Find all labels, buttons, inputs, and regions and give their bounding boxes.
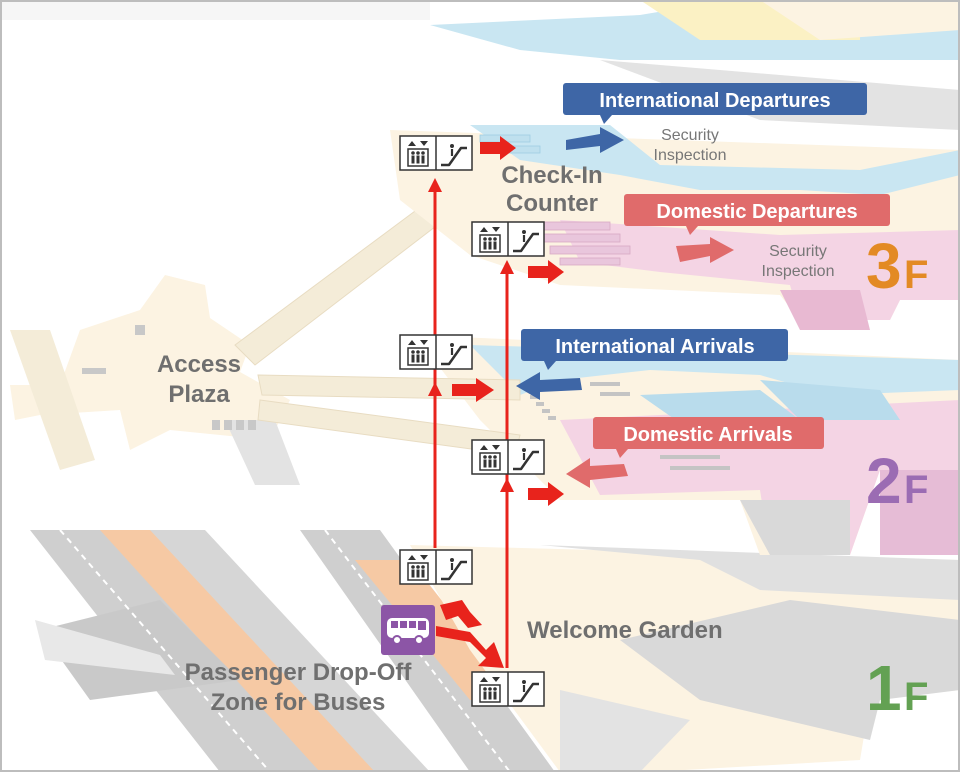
international-departures-label: International Departures: [599, 90, 830, 112]
international-departure-arrow-icon: [566, 127, 624, 153]
security-inspection-domestic: Security Inspection: [762, 243, 835, 280]
floor-1-area: [410, 545, 960, 772]
svg-text:Check-In: Check-In: [501, 162, 602, 189]
domestic-departures-label: Domestic Departures: [656, 201, 857, 223]
check-in-counter-label: Check-In Counter: [501, 162, 602, 217]
elevator-escalator-3f-a: [398, 134, 474, 172]
international-arrival-arrow-icon: [516, 372, 582, 400]
svg-text:F: F: [904, 468, 928, 512]
domestic-arrival-arrow-icon: [566, 458, 628, 488]
arrow-icon: [500, 260, 514, 274]
badge-international-arrivals: International Arrivals: [521, 329, 788, 370]
badge-international-departures: International Departures: [563, 83, 867, 124]
upper-terminal-area: [0, 0, 960, 130]
svg-text:Zone for Buses: Zone for Buses: [211, 689, 386, 716]
floor-label-2f: 2 F: [866, 445, 928, 517]
elevator-escalator-3f-b: [470, 220, 546, 258]
departure-arrival-arrows: [516, 127, 734, 488]
svg-text:F: F: [904, 253, 928, 297]
arrow-icon: [440, 600, 482, 628]
svg-text:Passenger Drop-Off: Passenger Drop-Off: [185, 659, 413, 686]
bus-icon: [381, 605, 435, 655]
arrow-icon: [500, 478, 514, 492]
elevator-escalator-2f-a: [398, 333, 474, 371]
svg-text:Counter: Counter: [506, 190, 598, 217]
svg-text:F: F: [904, 675, 928, 719]
svg-text:1: 1: [866, 652, 902, 724]
svg-text:Security: Security: [769, 243, 827, 260]
svg-text:Security: Security: [661, 127, 719, 144]
elevator-escalator-2f-b: [470, 438, 546, 476]
svg-text:Access: Access: [157, 351, 241, 378]
access-plaza-label: Access Plaza: [157, 351, 241, 408]
svg-text:Inspection: Inspection: [762, 263, 835, 280]
arrow-icon: [528, 482, 564, 506]
arrow-icon: [452, 378, 494, 402]
arrow-icon: [436, 626, 504, 668]
route-arrowheads: [428, 178, 514, 492]
welcome-garden-label: Welcome Garden: [527, 617, 723, 644]
security-inspection-international: Security Inspection: [654, 127, 727, 164]
svg-text:3: 3: [866, 230, 902, 302]
arrow-icon: [428, 382, 442, 396]
arrow-icon: [428, 178, 442, 192]
elevator-escalator-1f-a: [398, 548, 474, 586]
floor-label-1f: 1 F: [866, 652, 928, 724]
badge-domestic-arrivals: Domestic Arrivals: [593, 417, 824, 458]
red-flow-arrows: [436, 136, 564, 668]
svg-text:Plaza: Plaza: [168, 381, 230, 408]
svg-text:Inspection: Inspection: [654, 147, 727, 164]
arrow-icon: [528, 260, 564, 284]
domestic-arrivals-label: Domestic Arrivals: [623, 424, 792, 446]
badge-domestic-departures: Domestic Departures: [624, 194, 890, 235]
domestic-departure-arrow-icon: [676, 237, 734, 263]
floor-label-3f: 3 F: [866, 230, 928, 302]
elevator-escalator-1f-b: [470, 670, 546, 708]
access-plaza-area: [10, 275, 300, 485]
arrow-icon: [480, 136, 516, 160]
svg-text:2: 2: [866, 445, 902, 517]
international-arrivals-label: International Arrivals: [555, 336, 754, 358]
bus-zone-label: Passenger Drop-Off Zone for Buses: [185, 659, 413, 716]
